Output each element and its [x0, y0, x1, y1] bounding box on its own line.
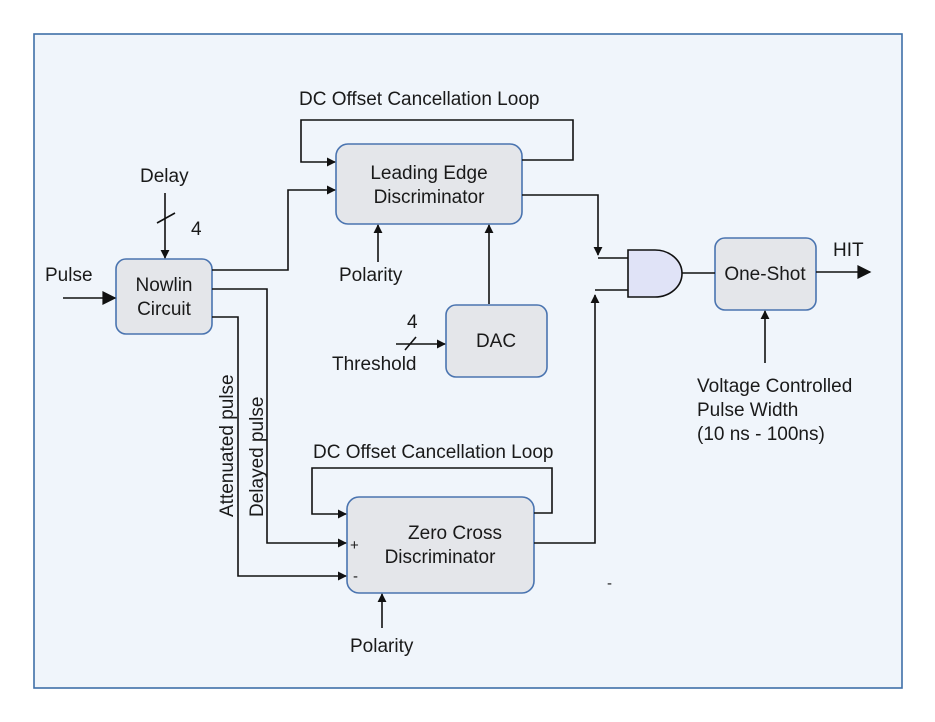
threshold-bus-width: 4	[407, 312, 418, 333]
zcd-minus-input: -	[353, 568, 358, 585]
threshold-bus-slash	[404, 336, 417, 351]
zcd-plus-input: +	[350, 537, 359, 554]
delayed-pulse-wire	[212, 288, 347, 548]
leading-edge-discriminator-block: Leading Edge Discriminator	[335, 143, 523, 225]
stray-mark: -	[607, 575, 612, 592]
zero-cross-discriminator-block: Zero Cross Discriminator + -	[346, 496, 535, 594]
delayed-pulse-label: Delayed pulse	[247, 397, 268, 517]
delay-bus-width: 4	[191, 219, 202, 240]
zcd-label-line2: Discriminator	[385, 547, 497, 568]
zcd-to-and-wire	[534, 294, 600, 544]
led-dc-loop-wire	[300, 119, 574, 167]
led-label-line2: Discriminator	[374, 187, 486, 208]
one-shot-label: One-Shot	[724, 264, 806, 285]
dac-block: DAC	[445, 304, 548, 378]
pulse-label: Pulse	[45, 265, 93, 286]
attenuated-pulse-label: Attenuated pulse	[217, 374, 238, 517]
zcd-label-line1: Zero Cross	[408, 523, 502, 544]
zcd-dc-loop-label: DC Offset Cancellation Loop	[313, 442, 553, 463]
delay-label: Delay	[140, 166, 189, 187]
delay-bus-slash	[156, 212, 176, 224]
nowlin-label-line2: Circuit	[137, 299, 192, 320]
threshold-label: Threshold	[332, 354, 417, 375]
vc-label-line3: (10 ns - 100ns)	[697, 424, 825, 445]
vc-label-line2: Pulse Width	[697, 400, 798, 421]
zcd-polarity-label: Polarity	[350, 636, 414, 657]
led-to-and-wire	[522, 194, 603, 256]
zcd-dc-loop-wire	[311, 467, 553, 519]
hit-label: HIT	[833, 240, 864, 261]
nowlin-to-led-wire	[212, 185, 336, 271]
led-dc-loop-label: DC Offset Cancellation Loop	[299, 89, 539, 110]
and-gate-symbol	[627, 249, 683, 298]
vc-label-line1: Voltage Controlled	[697, 376, 852, 397]
nowlin-circuit-block: Nowlin Circuit	[115, 258, 213, 335]
attenuated-pulse-wire	[212, 316, 347, 581]
dac-label: DAC	[476, 331, 516, 352]
one-shot-block: One-Shot	[714, 237, 817, 311]
nowlin-label-line1: Nowlin	[135, 275, 192, 296]
led-polarity-label: Polarity	[339, 265, 403, 286]
led-label-line1: Leading Edge	[370, 163, 487, 184]
